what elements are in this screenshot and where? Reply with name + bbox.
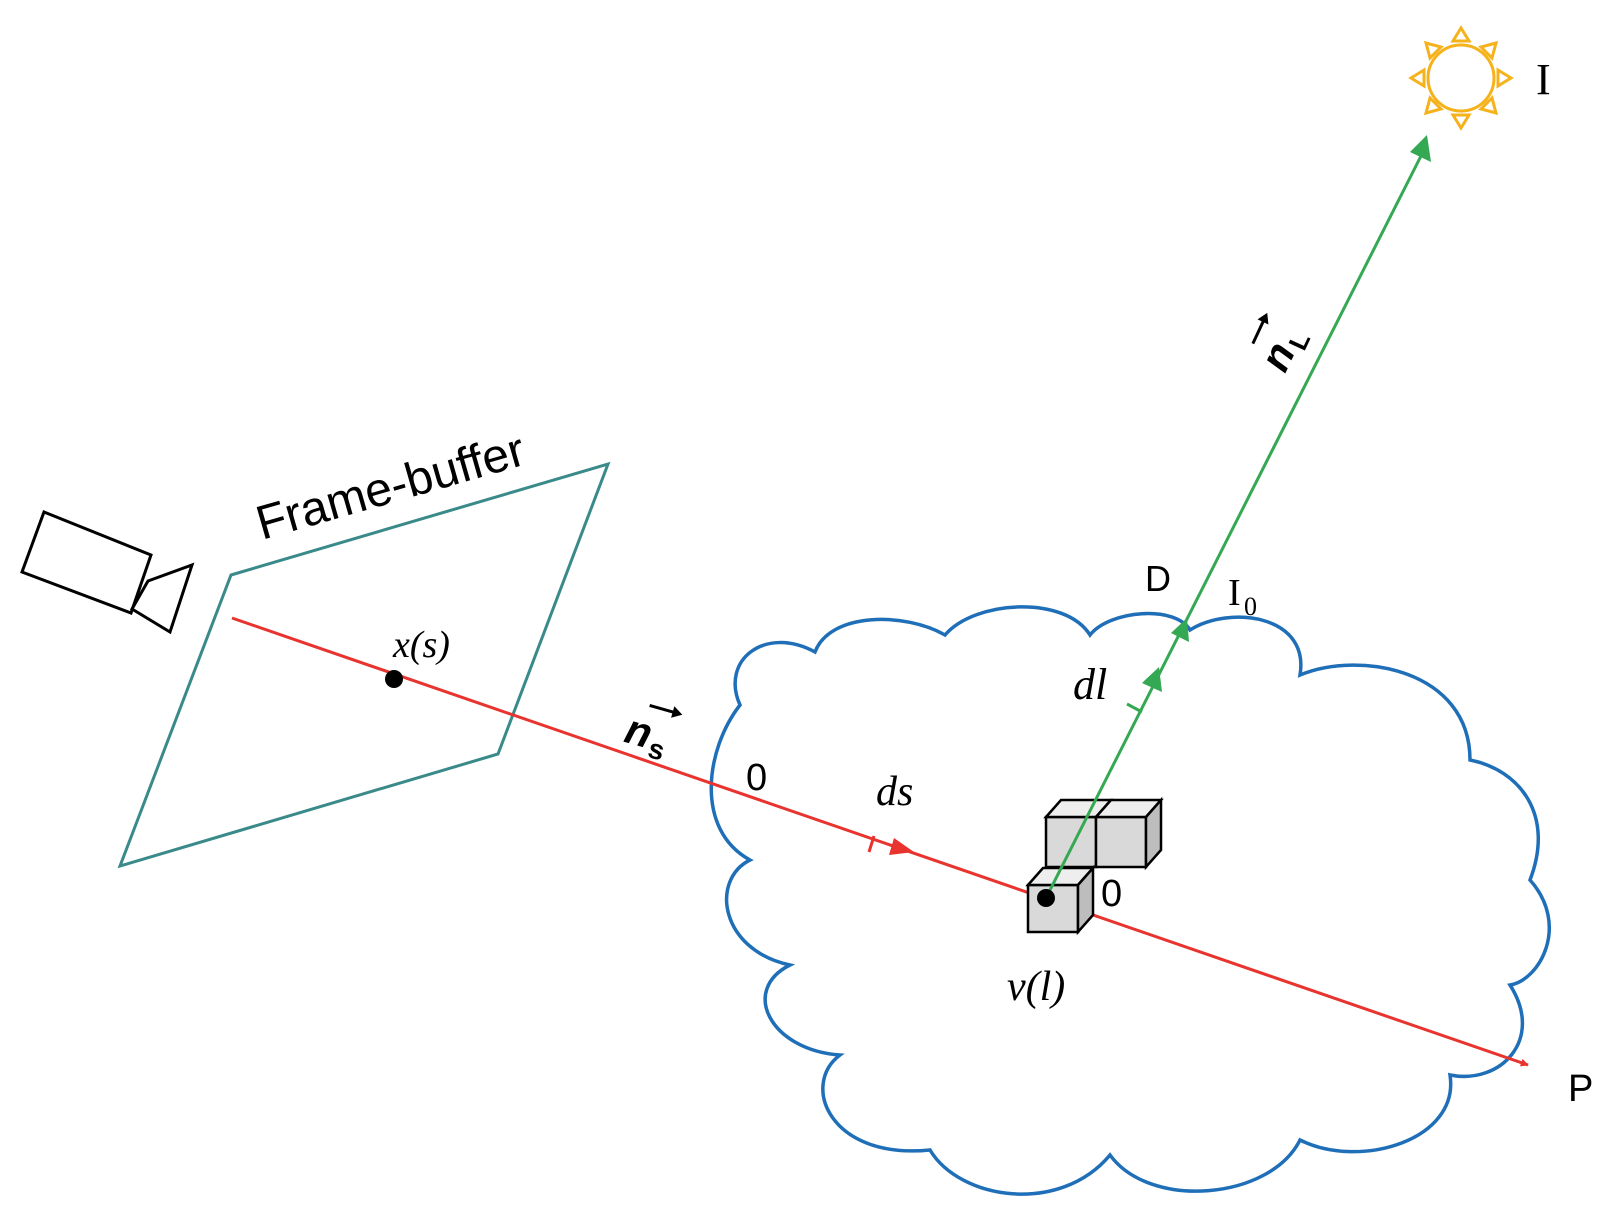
frame-buffer-plane (117, 461, 611, 869)
light-intensity-label: I (1536, 55, 1551, 104)
dl-arrowhead (1142, 667, 1162, 692)
sample-point-v (1037, 889, 1055, 907)
ds-label: ds (876, 769, 913, 815)
ds-arrowhead (889, 838, 914, 855)
frame-buffer-label: Frame-buffer (250, 423, 530, 550)
v-l-label: v(l) (1007, 964, 1065, 1010)
svg-text:I: I (1228, 572, 1241, 614)
light-arrowhead-d (1171, 618, 1189, 642)
cloud-outline (709, 605, 1551, 1196)
sun-icon (1408, 25, 1514, 131)
x-s-label: x(s) (392, 624, 450, 666)
voxel-group (1025, 796, 1164, 936)
ds-tick (867, 835, 876, 853)
sample-point-x (385, 670, 403, 688)
light-ray (1044, 149, 1426, 899)
svg-text:0: 0 (1244, 592, 1257, 621)
n-s-label: n s (620, 703, 683, 767)
view-ray (231, 616, 1529, 1067)
dl-tick (1126, 702, 1143, 714)
ray-start-zero-label: 0 (746, 757, 767, 799)
light-arrowhead-top (1410, 135, 1431, 162)
point-p-label: P (1568, 1068, 1593, 1110)
camera-icon (20, 510, 195, 635)
voxel-zero-label: 0 (1101, 873, 1122, 915)
dl-label: dl (1073, 660, 1107, 709)
i0-label: I 0 (1228, 572, 1257, 621)
d-label: D (1145, 558, 1171, 599)
n-l-label: n L (1251, 312, 1316, 378)
